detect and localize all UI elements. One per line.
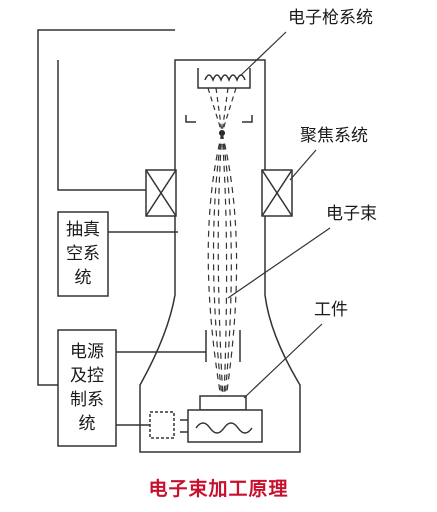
focusing-coil-right <box>261 169 293 217</box>
focusing-coil-left <box>145 169 177 217</box>
wire-gun-to-power <box>37 29 175 386</box>
power-line-2: 及控 <box>70 366 104 386</box>
focusing-label: 聚焦系统 <box>300 126 368 146</box>
electron-beam-lower <box>207 132 238 399</box>
vacuum-box-text: 抽真 空系 统 <box>58 218 108 290</box>
power-line-4: 统 <box>78 414 96 434</box>
power-box-text: 电源 及控 制系 统 <box>58 340 116 436</box>
workpiece <box>199 395 247 411</box>
filament-housing <box>197 68 251 89</box>
motor-box <box>149 411 175 439</box>
filament-coil <box>204 74 246 83</box>
column-housing <box>139 59 301 453</box>
electron-beam-label: 电子束 <box>326 204 377 224</box>
power-line-1: 电源 <box>70 342 104 362</box>
vacuum-line-1: 抽真 <box>66 220 100 240</box>
power-box <box>57 329 117 447</box>
vacuum-line-3: 统 <box>74 268 92 288</box>
caption: 电子束加工原理 <box>148 478 289 500</box>
leader-focusing <box>289 149 317 181</box>
electron-beam-upper <box>207 87 237 134</box>
leader-electron-gun <box>239 31 287 77</box>
wire-focus <box>57 60 146 191</box>
electron-gun-label: 电子枪系统 <box>288 8 373 28</box>
leader-electron-beam <box>227 227 331 299</box>
cathode-bracket-right <box>242 115 253 123</box>
vacuum-box <box>57 211 109 297</box>
worktable <box>180 409 263 443</box>
leader-workpiece <box>243 323 323 399</box>
workpiece-label: 工件 <box>314 300 348 320</box>
power-line-3: 制系 <box>70 390 104 410</box>
vacuum-line-2: 空系 <box>66 244 100 264</box>
deflection-plates <box>205 330 241 362</box>
cathode-bracket <box>185 115 196 123</box>
